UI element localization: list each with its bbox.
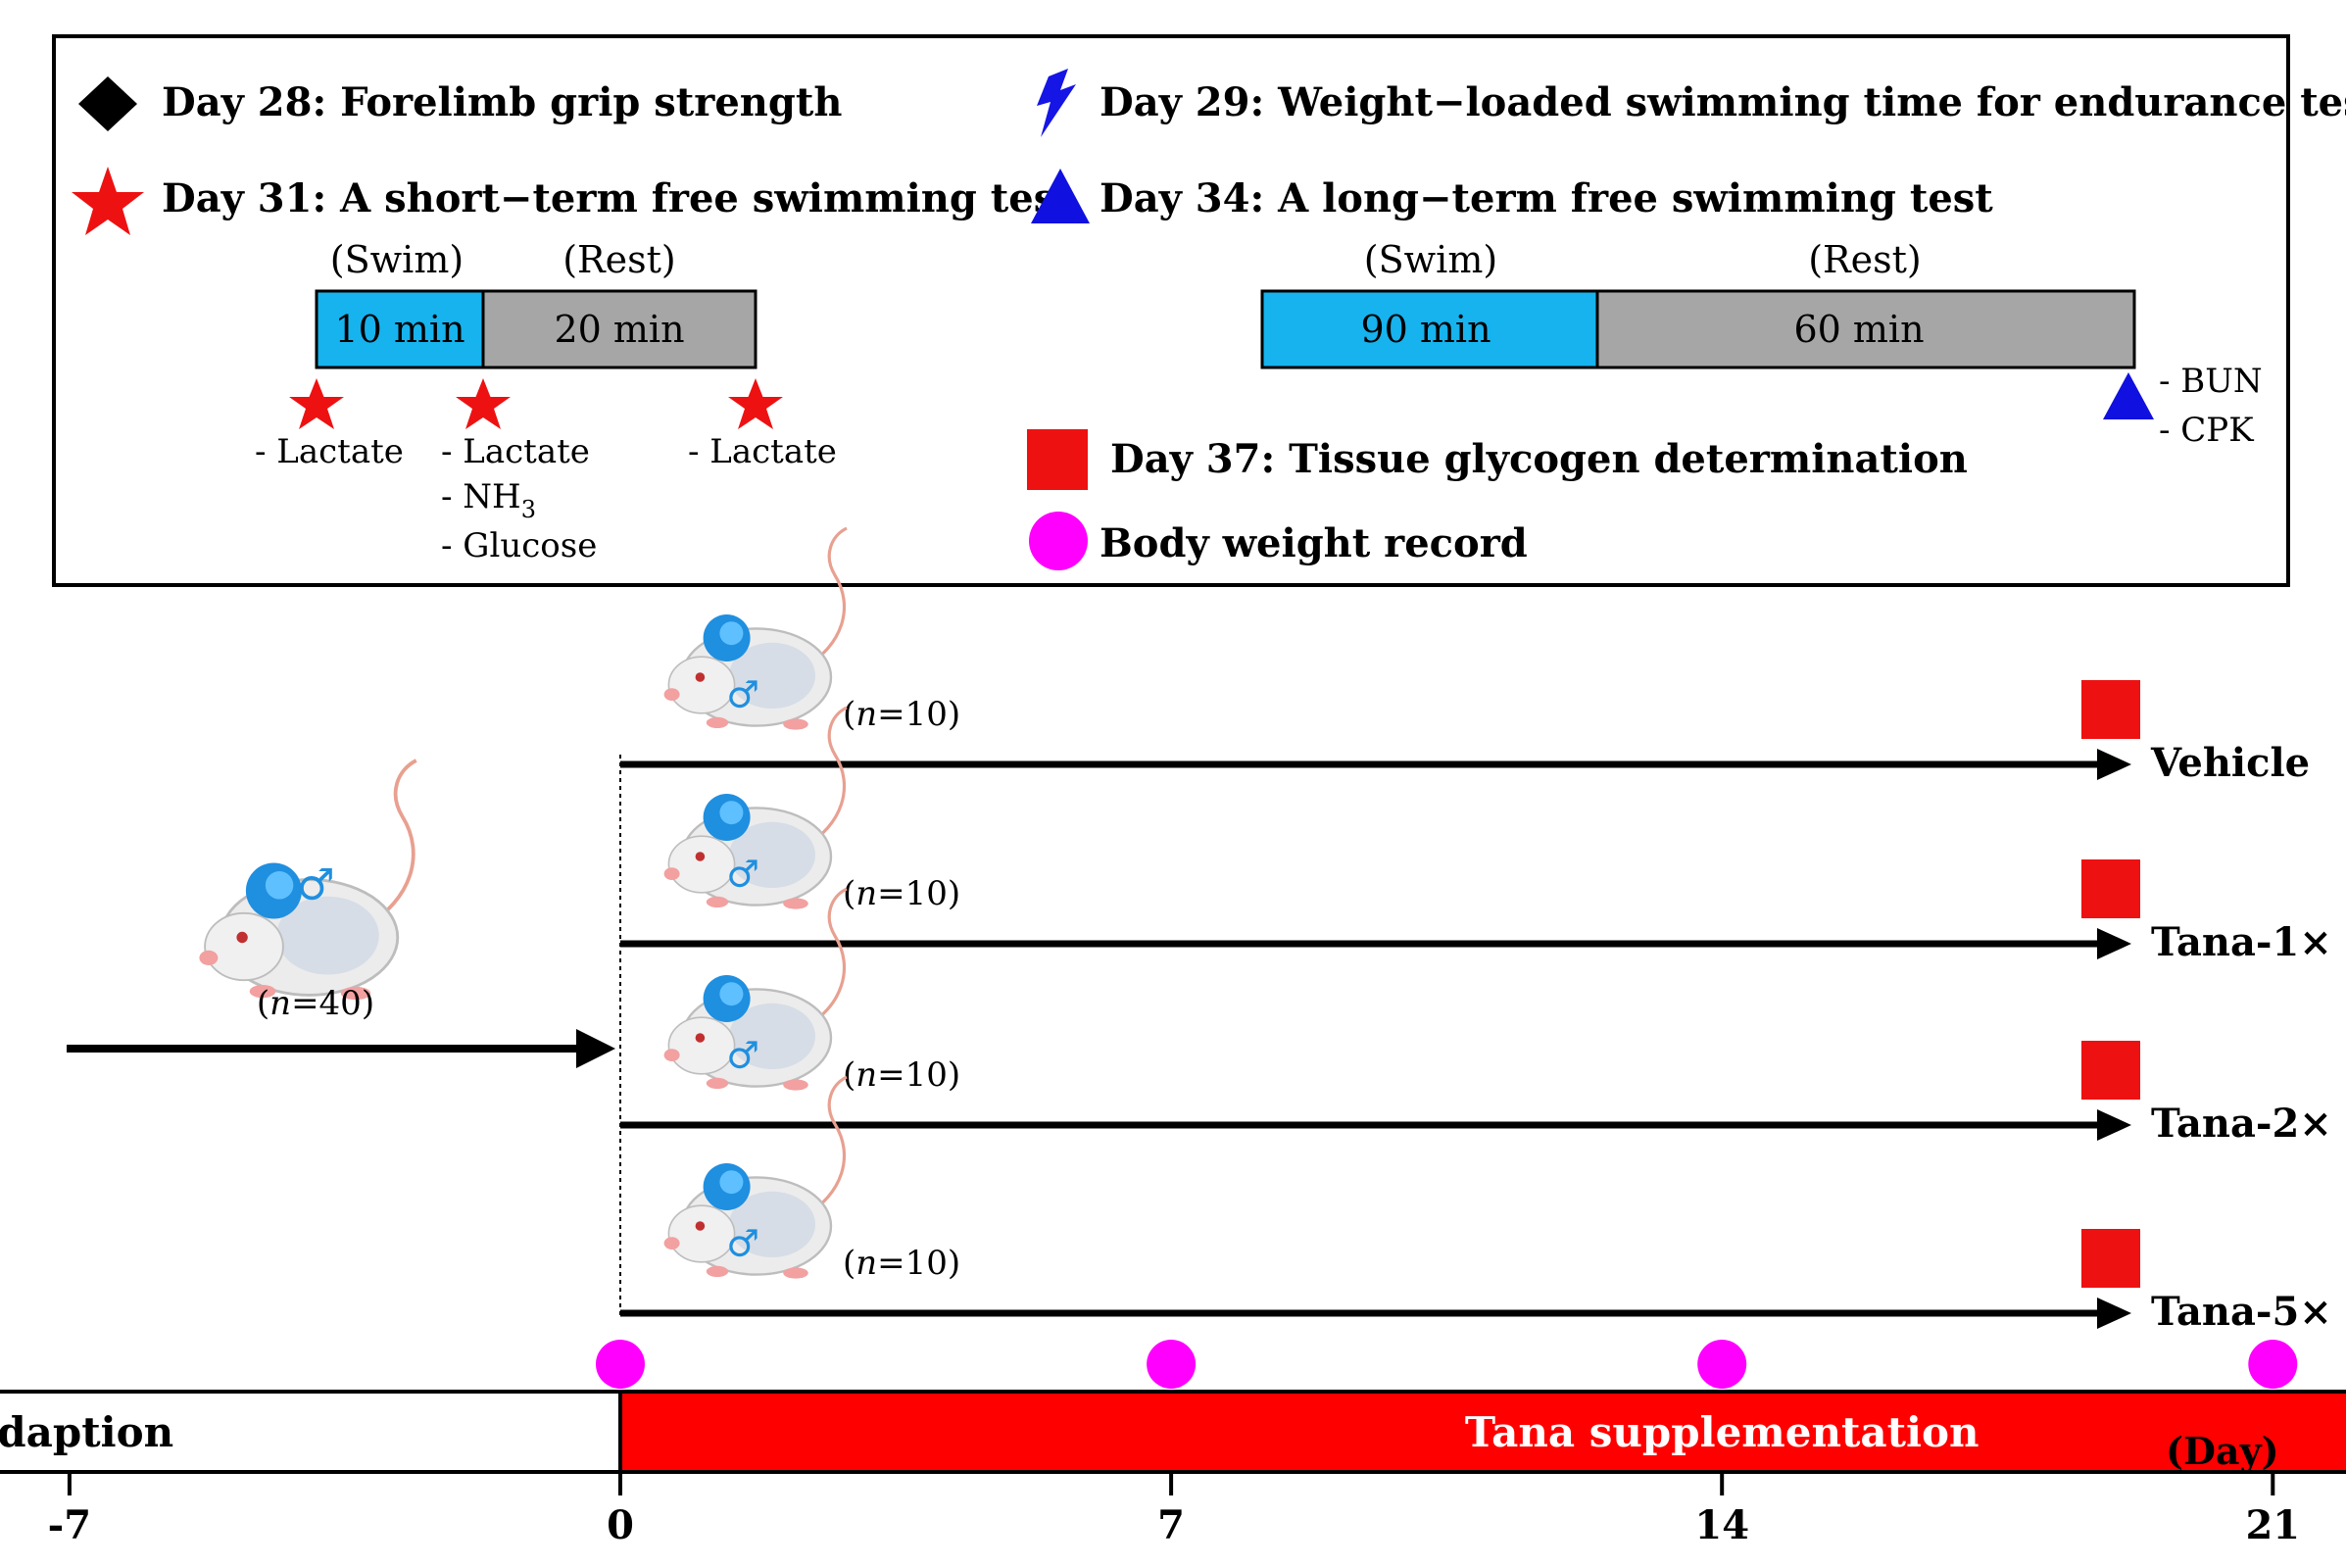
circle-icon: [596, 1340, 645, 1389]
square-icon: [2081, 680, 2140, 739]
short-rest-duration: 20 min: [554, 308, 684, 351]
male-symbol: ♂: [296, 860, 334, 910]
legend-glycogen-label: Day 37: Tissue glycogen determination: [1110, 436, 1968, 482]
short-sample-post-nh3: - NH3: [441, 477, 536, 523]
male-symbol: ♂: [726, 853, 759, 896]
group-arrowhead: [2097, 749, 2131, 780]
group-name: Tana-5×: [2151, 1289, 2332, 1335]
group-row: ♂ (n=10) Tana-2×: [620, 887, 2332, 1147]
group-n-label: (n=10): [843, 695, 960, 734]
short-protocol: (Swim) (Rest) 10 min 20 min - Lactate - …: [255, 238, 837, 565]
long-rest-duration: 60 min: [1793, 308, 1924, 351]
body-weight-markers: [596, 1340, 2298, 1389]
group-row: ♂ (n=10) Tana-1×: [620, 706, 2332, 965]
star-icon: [728, 378, 783, 429]
tick-label: 21: [2245, 1502, 2300, 1548]
start-cohort: ♂ (n=40): [67, 759, 615, 1068]
short-sample-post-glucose: - Glucose: [441, 526, 597, 565]
group-name: Tana-2×: [2151, 1101, 2332, 1147]
short-swim-header: (Swim): [330, 238, 464, 281]
long-swim-header: (Swim): [1364, 238, 1497, 281]
tick-label: -7: [48, 1502, 91, 1548]
group-rows: ♂ (n=10) Vehicle ♂ (n=10) Tana-1× ♂ (n=10) Tana-…: [620, 526, 2332, 1335]
short-rest-header: (Rest): [562, 238, 676, 281]
triangle-icon: [2103, 372, 2154, 419]
square-icon: [2081, 1041, 2140, 1100]
square-icon: [2081, 859, 2140, 918]
group-n-label: (n=10): [843, 1244, 960, 1283]
long-sample-cpk: - CPK: [2159, 411, 2254, 450]
legend-endurance-label: Day 29: Weight−loaded swimming time for …: [1100, 79, 2346, 125]
short-sample-pre: - Lactate: [255, 432, 404, 471]
phase-label: Tana supplementation: [1465, 1408, 1979, 1456]
long-protocol: (Swim) (Rest) 90 min 60 min - BUN - CPK: [1260, 238, 2263, 450]
group-arrowhead: [2097, 928, 2131, 959]
square-icon: [2081, 1229, 2140, 1288]
male-symbol: ♂: [726, 673, 759, 716]
group-row: ♂ (n=10) Vehicle: [620, 526, 2310, 786]
tick-label: 0: [607, 1502, 634, 1548]
long-rest-bar: [1595, 289, 2136, 369]
group-arrowhead: [2097, 1109, 2131, 1141]
legend-weight-label: Body weight record: [1100, 520, 1528, 566]
short-rest-bar: [481, 289, 758, 369]
circle-icon: [1147, 1340, 1197, 1389]
star-icon: [456, 378, 511, 429]
legend-long-label: Day 34: A long−term free swimming test: [1100, 175, 1993, 221]
long-sample-bun: - BUN: [2159, 362, 2263, 401]
group-n-label: (n=10): [843, 874, 960, 913]
phase-segment: [0, 1390, 622, 1474]
phase-label: Adaption: [0, 1408, 173, 1456]
group-row: ♂ (n=10) Tana-5×: [620, 1075, 2332, 1335]
short-sample-post-lactate: - Lactate: [441, 432, 590, 471]
legend-short-label: Day 31: A short−term free swimming test: [162, 175, 1074, 221]
diamond-icon: [78, 76, 137, 131]
male-symbol: ♂: [726, 1034, 759, 1077]
legend-grip-label: Day 28: Forelimb grip strength: [162, 79, 842, 125]
tick-label: 14: [1694, 1502, 1749, 1548]
circle-icon: [2248, 1340, 2298, 1389]
group-n-label: (n=10): [843, 1055, 960, 1095]
start-arrowhead: [576, 1029, 615, 1068]
circle-icon: [1029, 512, 1088, 570]
group-name: Vehicle: [2150, 740, 2310, 786]
group-name: Tana-1×: [2151, 919, 2332, 965]
short-sample-rest: - Lactate: [688, 432, 837, 471]
triangle-icon: [1031, 169, 1090, 223]
start-n-label: (n=40): [257, 984, 374, 1023]
short-swim-bar: [315, 289, 485, 369]
star-icon: [72, 167, 144, 235]
square-icon: [1027, 429, 1088, 490]
long-rest-header: (Rest): [1808, 238, 1922, 281]
phase-segment: [618, 1390, 2346, 1474]
timeline: AdaptionTana supplementationSerial tests…: [0, 1390, 2346, 1548]
axis-unit-label: (Day): [2166, 1429, 2279, 1473]
star-icon: [289, 378, 344, 429]
long-swim-duration: 90 min: [1360, 308, 1491, 351]
short-swim-duration: 10 min: [334, 308, 464, 351]
legend-panel: Day 28: Forelimb grip strength Day 29: W…: [52, 34, 2346, 587]
male-symbol: ♂: [726, 1222, 759, 1265]
lightning-icon: [1037, 69, 1076, 137]
group-arrowhead: [2097, 1298, 2131, 1329]
tick-label: 7: [1157, 1502, 1185, 1548]
circle-icon: [1697, 1340, 1747, 1389]
